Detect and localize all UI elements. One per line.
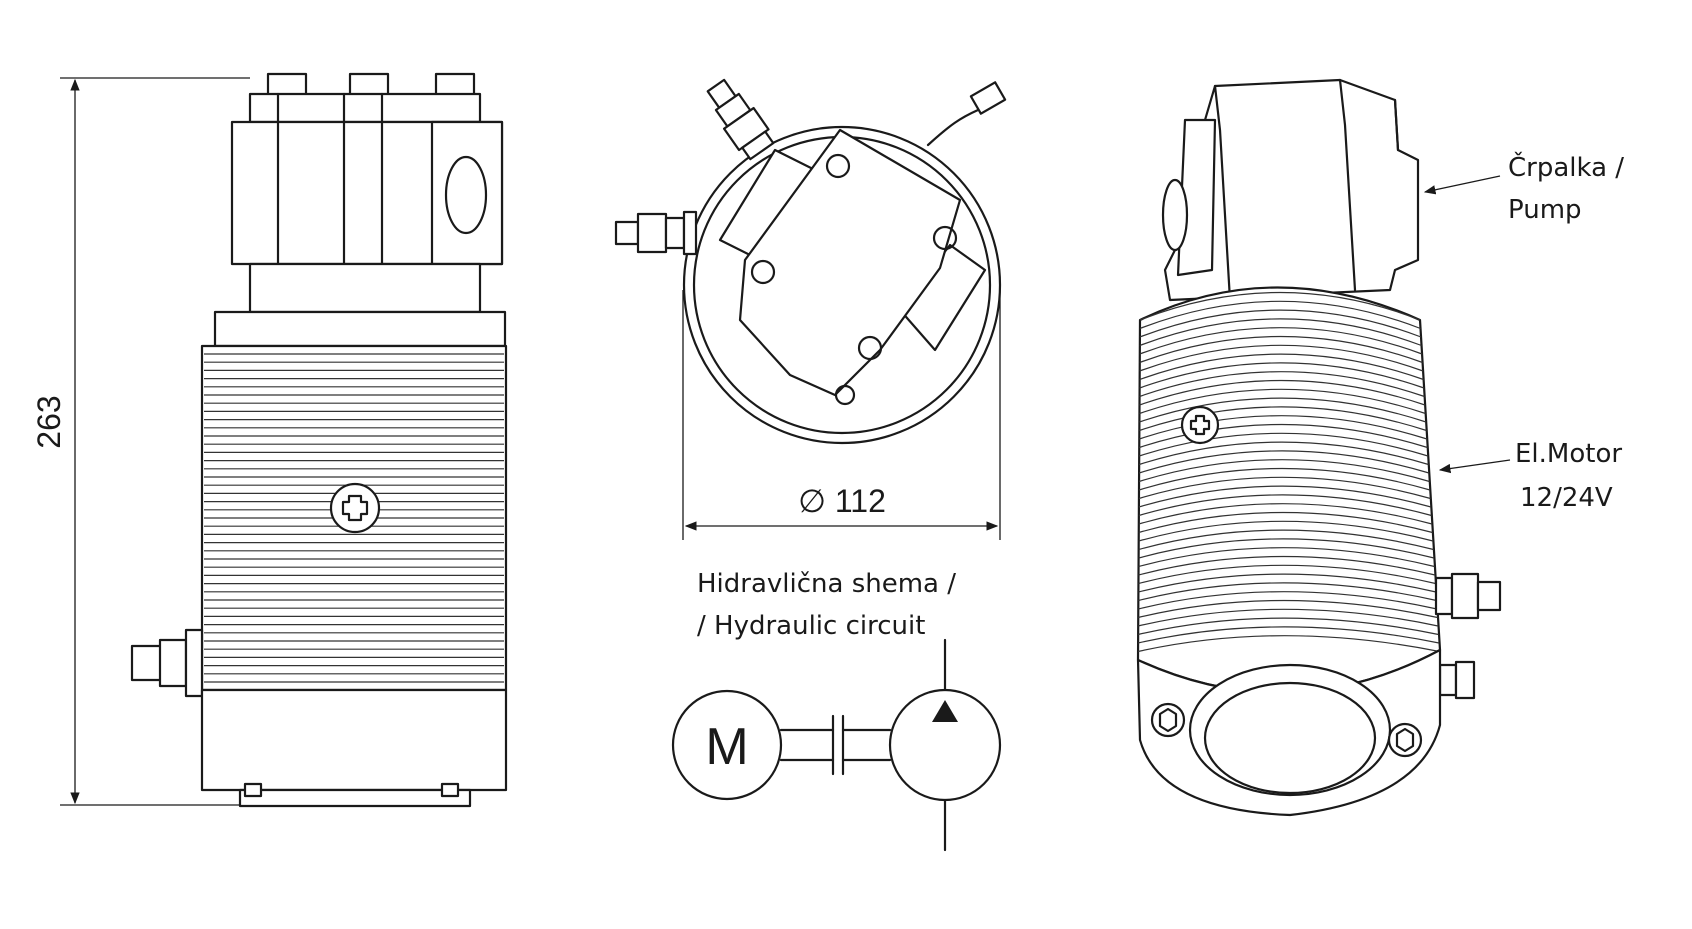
pump-direction-triangle [932, 700, 958, 722]
bottom-plate [238, 788, 472, 808]
iso-rib-line [1138, 485, 1432, 508]
iso-rib-line [1138, 529, 1434, 551]
iso-rib-line [1139, 371, 1425, 398]
iso-rib-line [1139, 362, 1425, 389]
top-bolt-2 [348, 72, 390, 98]
iso-rib-line [1138, 476, 1431, 500]
pump-neck [248, 262, 482, 314]
iso-rib-line [1138, 494, 1432, 517]
iso-rib-line [1138, 564, 1436, 585]
diameter-dimension-label: ∅ 112 [798, 483, 886, 519]
plate-hole-5 [834, 384, 856, 406]
plate-hole-4 [857, 335, 883, 361]
motor-end-cap [200, 688, 508, 792]
iso-rib-line [1138, 467, 1431, 491]
top-view: ∅ 112 [614, 78, 1007, 540]
plate-hole-3 [750, 259, 776, 285]
motor-ribs [204, 353, 504, 683]
wire [926, 108, 980, 147]
motor-symbol-letter: M [705, 718, 748, 776]
iso-view [1136, 78, 1502, 817]
iso-rib-line [1138, 573, 1437, 593]
pump-label-line-1: Črpalka / [1508, 151, 1624, 183]
iso-rib-line [1139, 318, 1422, 347]
side-nozzle-nut [158, 638, 188, 688]
iso-rib-line [1139, 291, 1421, 321]
side-view: 263 [31, 72, 508, 808]
pump-port [444, 155, 488, 235]
height-dimension-label: 263 [31, 395, 67, 448]
iso-rib-line [1139, 300, 1421, 330]
iso-rib-line [1138, 599, 1438, 619]
plate-hole-1 [825, 153, 851, 179]
hydraulic-label-line-1: Hidravlična shema / [697, 569, 956, 599]
top-bolt-3 [434, 72, 476, 98]
iso-nozzle-upper [1434, 572, 1502, 620]
iso-rib-line [1139, 335, 1423, 364]
pump-label-line-2: Pump [1508, 195, 1582, 225]
motor-label-line-2: 12/24V [1520, 483, 1613, 513]
iso-rib-line [1139, 432, 1429, 457]
iso-rib-line [1138, 555, 1436, 576]
screw-cross [341, 494, 369, 522]
iso-rib-line [1138, 538, 1435, 559]
iso-rib-line [1138, 511, 1433, 534]
iso-body-screw [1180, 405, 1220, 445]
iso-rib-line [1138, 547, 1435, 568]
iso-rib-line [1138, 450, 1430, 474]
iso-end-recess-inner [1203, 681, 1377, 795]
iso-rib-line [1138, 582, 1437, 602]
iso-rib-line [1139, 406, 1427, 432]
iso-rib-line [1139, 397, 1427, 423]
motor-collar [213, 310, 507, 348]
iso-rib-line [1139, 309, 1422, 338]
iso-rib-line [1138, 459, 1430, 483]
iso-rib-line [1138, 617, 1439, 636]
iso-rib-line [1138, 503, 1433, 525]
motor-leader-line [1438, 459, 1511, 474]
iso-rib-line [1137, 635, 1440, 653]
iso-rib-line [1139, 423, 1428, 449]
iso-rib-line [1137, 626, 1440, 644]
iso-rib-line [1139, 344, 1424, 372]
top-nozzle [706, 78, 775, 161]
plate-hole-2 [932, 225, 958, 251]
pump-cap [248, 92, 482, 124]
iso-rib-line [1139, 388, 1426, 415]
iso-nozzle-lower [1438, 660, 1476, 700]
iso-rib-line [1139, 327, 1423, 355]
iso-rib-line [1139, 379, 1426, 406]
hydraulic-symbol: M [671, 638, 1002, 852]
iso-rib-line [1138, 441, 1429, 466]
iso-rib-line [1139, 415, 1428, 440]
iso-end-bolt-right [1387, 722, 1423, 758]
iso-rib-line [1138, 591, 1438, 610]
top-bolt-1 [266, 72, 308, 98]
iso-rib-line [1138, 520, 1434, 542]
pump-leader-line [1423, 175, 1501, 195]
iso-rib-line [1139, 353, 1424, 381]
wire-connector [969, 81, 1007, 115]
iso-port [1161, 178, 1189, 252]
iso-rib-line [1138, 608, 1439, 627]
side-nozzle-base [184, 628, 204, 698]
iso-end-bolt-left [1150, 702, 1186, 738]
left-nozzle [614, 210, 698, 256]
hydraulic-label-line-2: / Hydraulic circuit [697, 611, 925, 641]
body-screw [329, 482, 381, 534]
motor-symbol-circle [671, 689, 783, 801]
motor-label-line-1: El.Motor [1515, 439, 1622, 469]
side-nozzle-tip [130, 644, 164, 682]
iso-motor-ribs [1137, 291, 1440, 653]
